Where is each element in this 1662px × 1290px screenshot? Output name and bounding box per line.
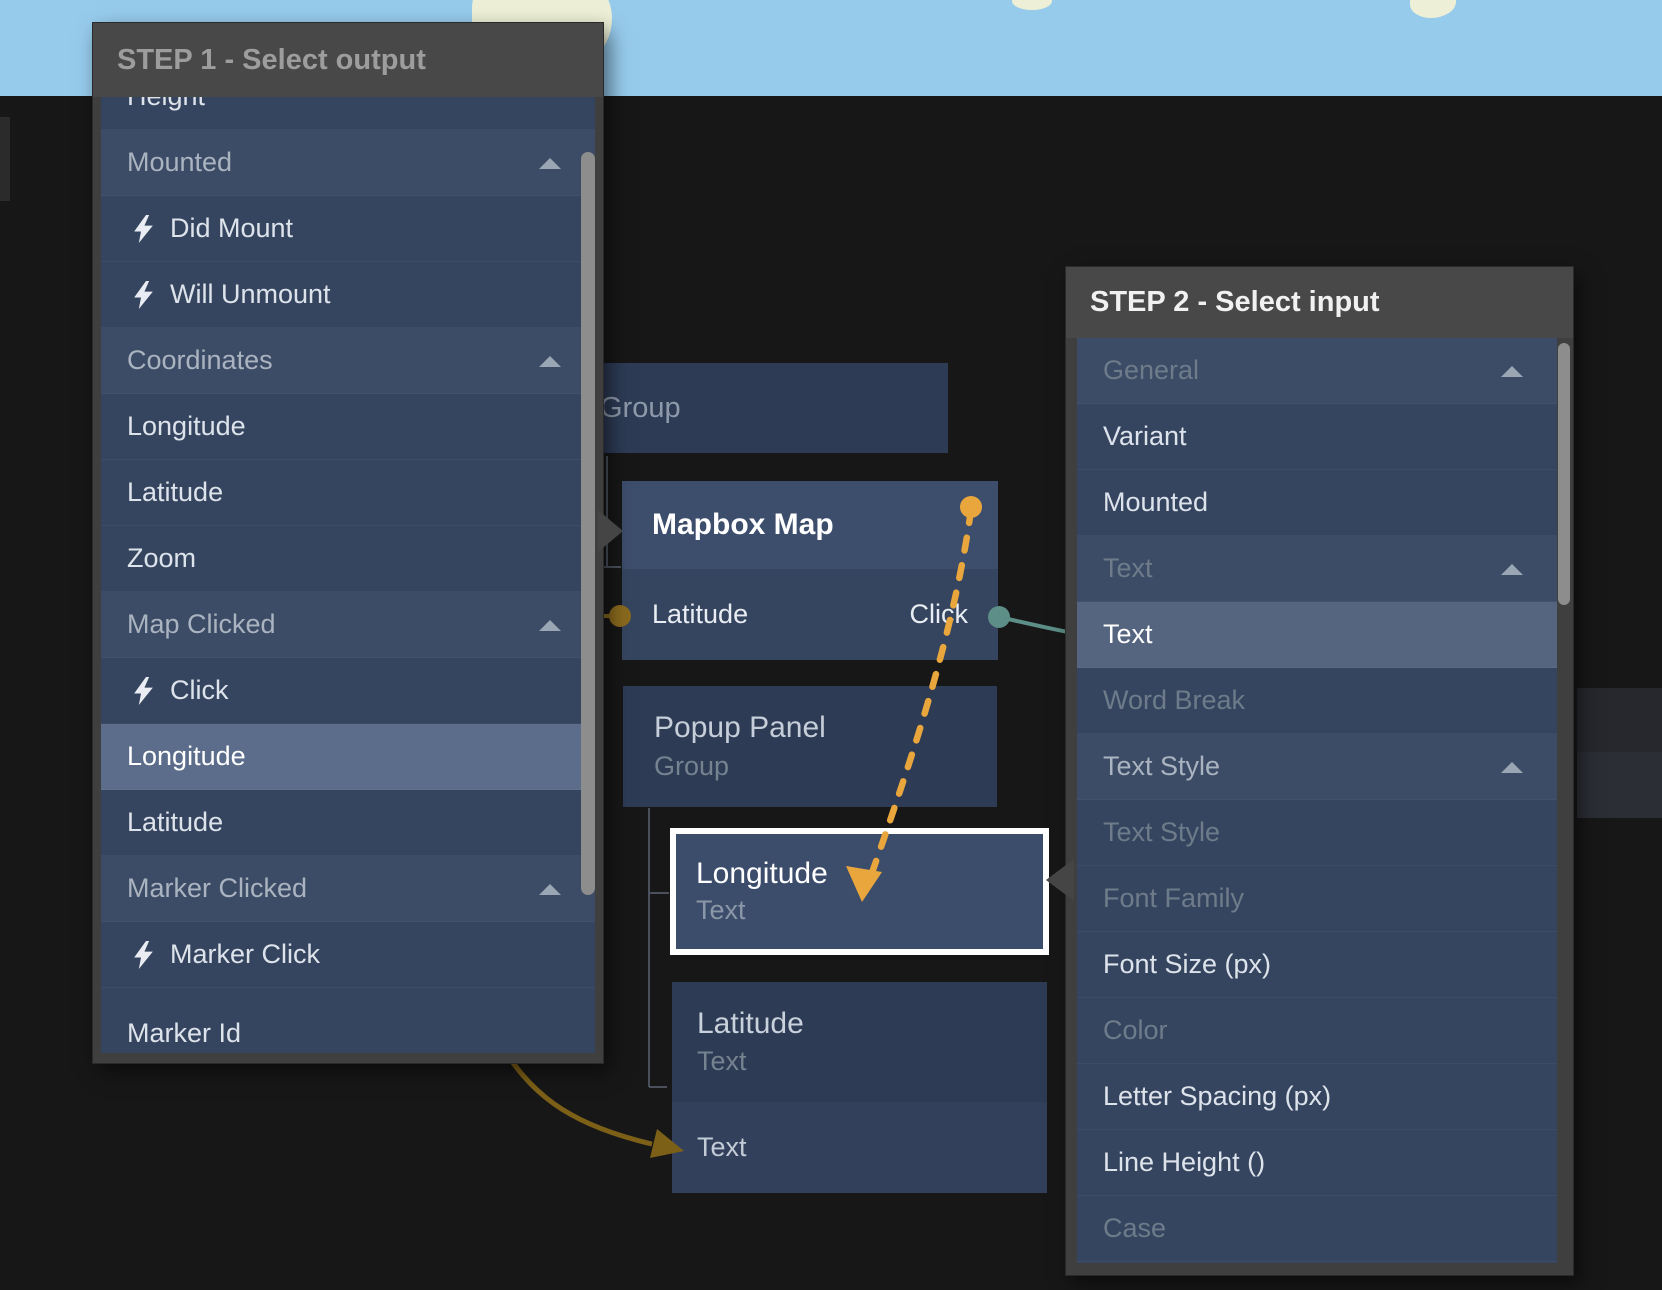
step1-select-output-panel: STEP 1 - Select output HeightMountedDid … [93, 23, 603, 1063]
list-item-label: Text [1103, 619, 1153, 649]
step1-scrollbar-thumb[interactable] [581, 152, 595, 895]
background-panel-fragment [0, 117, 10, 201]
list-item-label: Click [170, 675, 229, 705]
step1-item-zoom[interactable]: Zoom [101, 526, 595, 592]
lightning-icon [134, 676, 153, 705]
node-latitude-text[interactable]: Latitude Text Text [672, 982, 1047, 1193]
list-item-label: Text [1103, 553, 1153, 583]
step2-item-letter-spacing-px-[interactable]: Letter Spacing (px) [1077, 1064, 1557, 1130]
list-item-label: Case [1103, 1213, 1167, 1243]
step2-scrollbar-thumb[interactable] [1558, 343, 1570, 605]
step1-item-latitude[interactable]: Latitude [101, 790, 595, 856]
collapse-arrow-icon[interactable] [1501, 365, 1523, 377]
list-item-label: Line Height () [1103, 1147, 1266, 1177]
step1-event-marker-click[interactable]: Marker Click [101, 922, 595, 988]
step2-group-text[interactable]: Text [1077, 536, 1557, 602]
node-title: Mapbox Map [622, 481, 998, 569]
list-item-label: Zoom [127, 543, 197, 573]
background-panel-fragment [1577, 688, 1662, 752]
step2-item-line-height-[interactable]: Line Height () [1077, 1130, 1557, 1196]
list-item-label: Color [1103, 1015, 1168, 1045]
collapse-arrow-icon[interactable] [1501, 761, 1523, 773]
list-item-label: Coordinates [127, 345, 273, 375]
list-item-label: Latitude [127, 477, 224, 507]
collapse-arrow-icon[interactable] [539, 157, 561, 169]
list-item-label: Will Unmount [170, 279, 331, 309]
step1-item-longitude[interactable]: Longitude [101, 394, 595, 460]
list-item-label: Map Clicked [127, 609, 276, 639]
map-land-shape [1012, 0, 1052, 10]
step1-item-marker-id[interactable]: Marker Id [101, 988, 595, 1053]
node-title: Popup Panel [654, 711, 826, 744]
node-subtitle: Group [654, 751, 730, 781]
list-item-label: Font Size (px) [1103, 949, 1272, 979]
node-longitude-text-selected[interactable]: Longitude Text [670, 828, 1049, 955]
step2-item-font-family[interactable]: Font Family [1077, 866, 1557, 932]
step2-group-text-style[interactable]: Text Style [1077, 734, 1557, 800]
step2-item-color[interactable]: Color [1077, 998, 1557, 1064]
step1-panel-pointer [598, 510, 623, 552]
step1-item-height[interactable]: Height [101, 97, 595, 130]
step2-item-font-size-px-[interactable]: Font Size (px) [1077, 932, 1557, 998]
node-subtitle: Text [696, 895, 746, 925]
list-item-label: Marker Clicked [127, 873, 308, 903]
step1-group-coordinates[interactable]: Coordinates [101, 328, 595, 394]
background-panel-fragment [1577, 752, 1662, 818]
node-subtitle: Text [697, 1046, 747, 1076]
port-click[interactable]: Click [909, 599, 969, 629]
list-item-label: Variant [1103, 421, 1187, 451]
collapse-arrow-icon[interactable] [539, 619, 561, 631]
node-popup-panel[interactable]: Popup Panel Group [623, 686, 997, 807]
node-mapbox-map[interactable]: Mapbox Map Latitude Click [622, 481, 998, 660]
list-item-label: Mounted [1103, 487, 1209, 517]
list-item-label: Longitude [127, 741, 246, 771]
list-item-label: Mounted [127, 147, 233, 177]
list-item-label: Did Mount [170, 213, 294, 243]
step2-item-text[interactable]: Text [1077, 602, 1557, 668]
port-latitude[interactable]: Latitude [652, 599, 749, 629]
step2-item-text-style[interactable]: Text Style [1077, 800, 1557, 866]
step2-panel-title: STEP 2 - Select input [1066, 267, 1573, 338]
step1-panel-title: STEP 1 - Select output [93, 23, 603, 97]
lightning-icon [134, 940, 153, 969]
collapse-arrow-icon[interactable] [1501, 563, 1523, 575]
node-title: Latitude [697, 1007, 804, 1040]
list-item-label: Letter Spacing (px) [1103, 1081, 1332, 1111]
node-title: Group [600, 391, 681, 424]
collapse-arrow-icon[interactable] [539, 355, 561, 367]
list-item-label: Text Style [1103, 817, 1221, 847]
list-item-label: Font Family [1103, 883, 1245, 913]
step1-event-will-unmount[interactable]: Will Unmount [101, 262, 595, 328]
list-item-label: Word Break [1103, 685, 1246, 715]
lightning-icon [134, 214, 153, 243]
step1-group-marker-clicked[interactable]: Marker Clicked [101, 856, 595, 922]
node-title: Longitude [696, 857, 828, 890]
list-item-label: Marker Id [127, 1018, 242, 1048]
map-land-shape [1410, 0, 1456, 18]
step1-group-mounted[interactable]: Mounted [101, 130, 595, 196]
step2-item-mounted[interactable]: Mounted [1077, 470, 1557, 536]
step2-item-variant[interactable]: Variant [1077, 404, 1557, 470]
step1-event-click[interactable]: Click [101, 658, 595, 724]
step1-item-longitude[interactable]: Longitude [101, 724, 595, 790]
lightning-icon [134, 280, 153, 309]
step2-item-case[interactable]: Case [1077, 1196, 1557, 1262]
list-item-label: Marker Click [170, 939, 321, 969]
list-item-label: Height [127, 97, 205, 112]
list-item-label: Text Style [1103, 751, 1221, 781]
step2-item-word-break[interactable]: Word Break [1077, 668, 1557, 734]
list-item-label: Latitude [127, 807, 224, 837]
step1-event-did-mount[interactable]: Did Mount [101, 196, 595, 262]
collapse-arrow-icon[interactable] [539, 883, 561, 895]
list-item-label: General [1103, 355, 1200, 385]
step1-item-latitude[interactable]: Latitude [101, 460, 595, 526]
step1-group-map-clicked[interactable]: Map Clicked [101, 592, 595, 658]
step2-group-general[interactable]: General [1077, 338, 1557, 404]
list-item-label: Longitude [127, 411, 246, 441]
step2-panel-pointer [1046, 859, 1074, 901]
port-text[interactable]: Text [672, 1102, 1047, 1193]
